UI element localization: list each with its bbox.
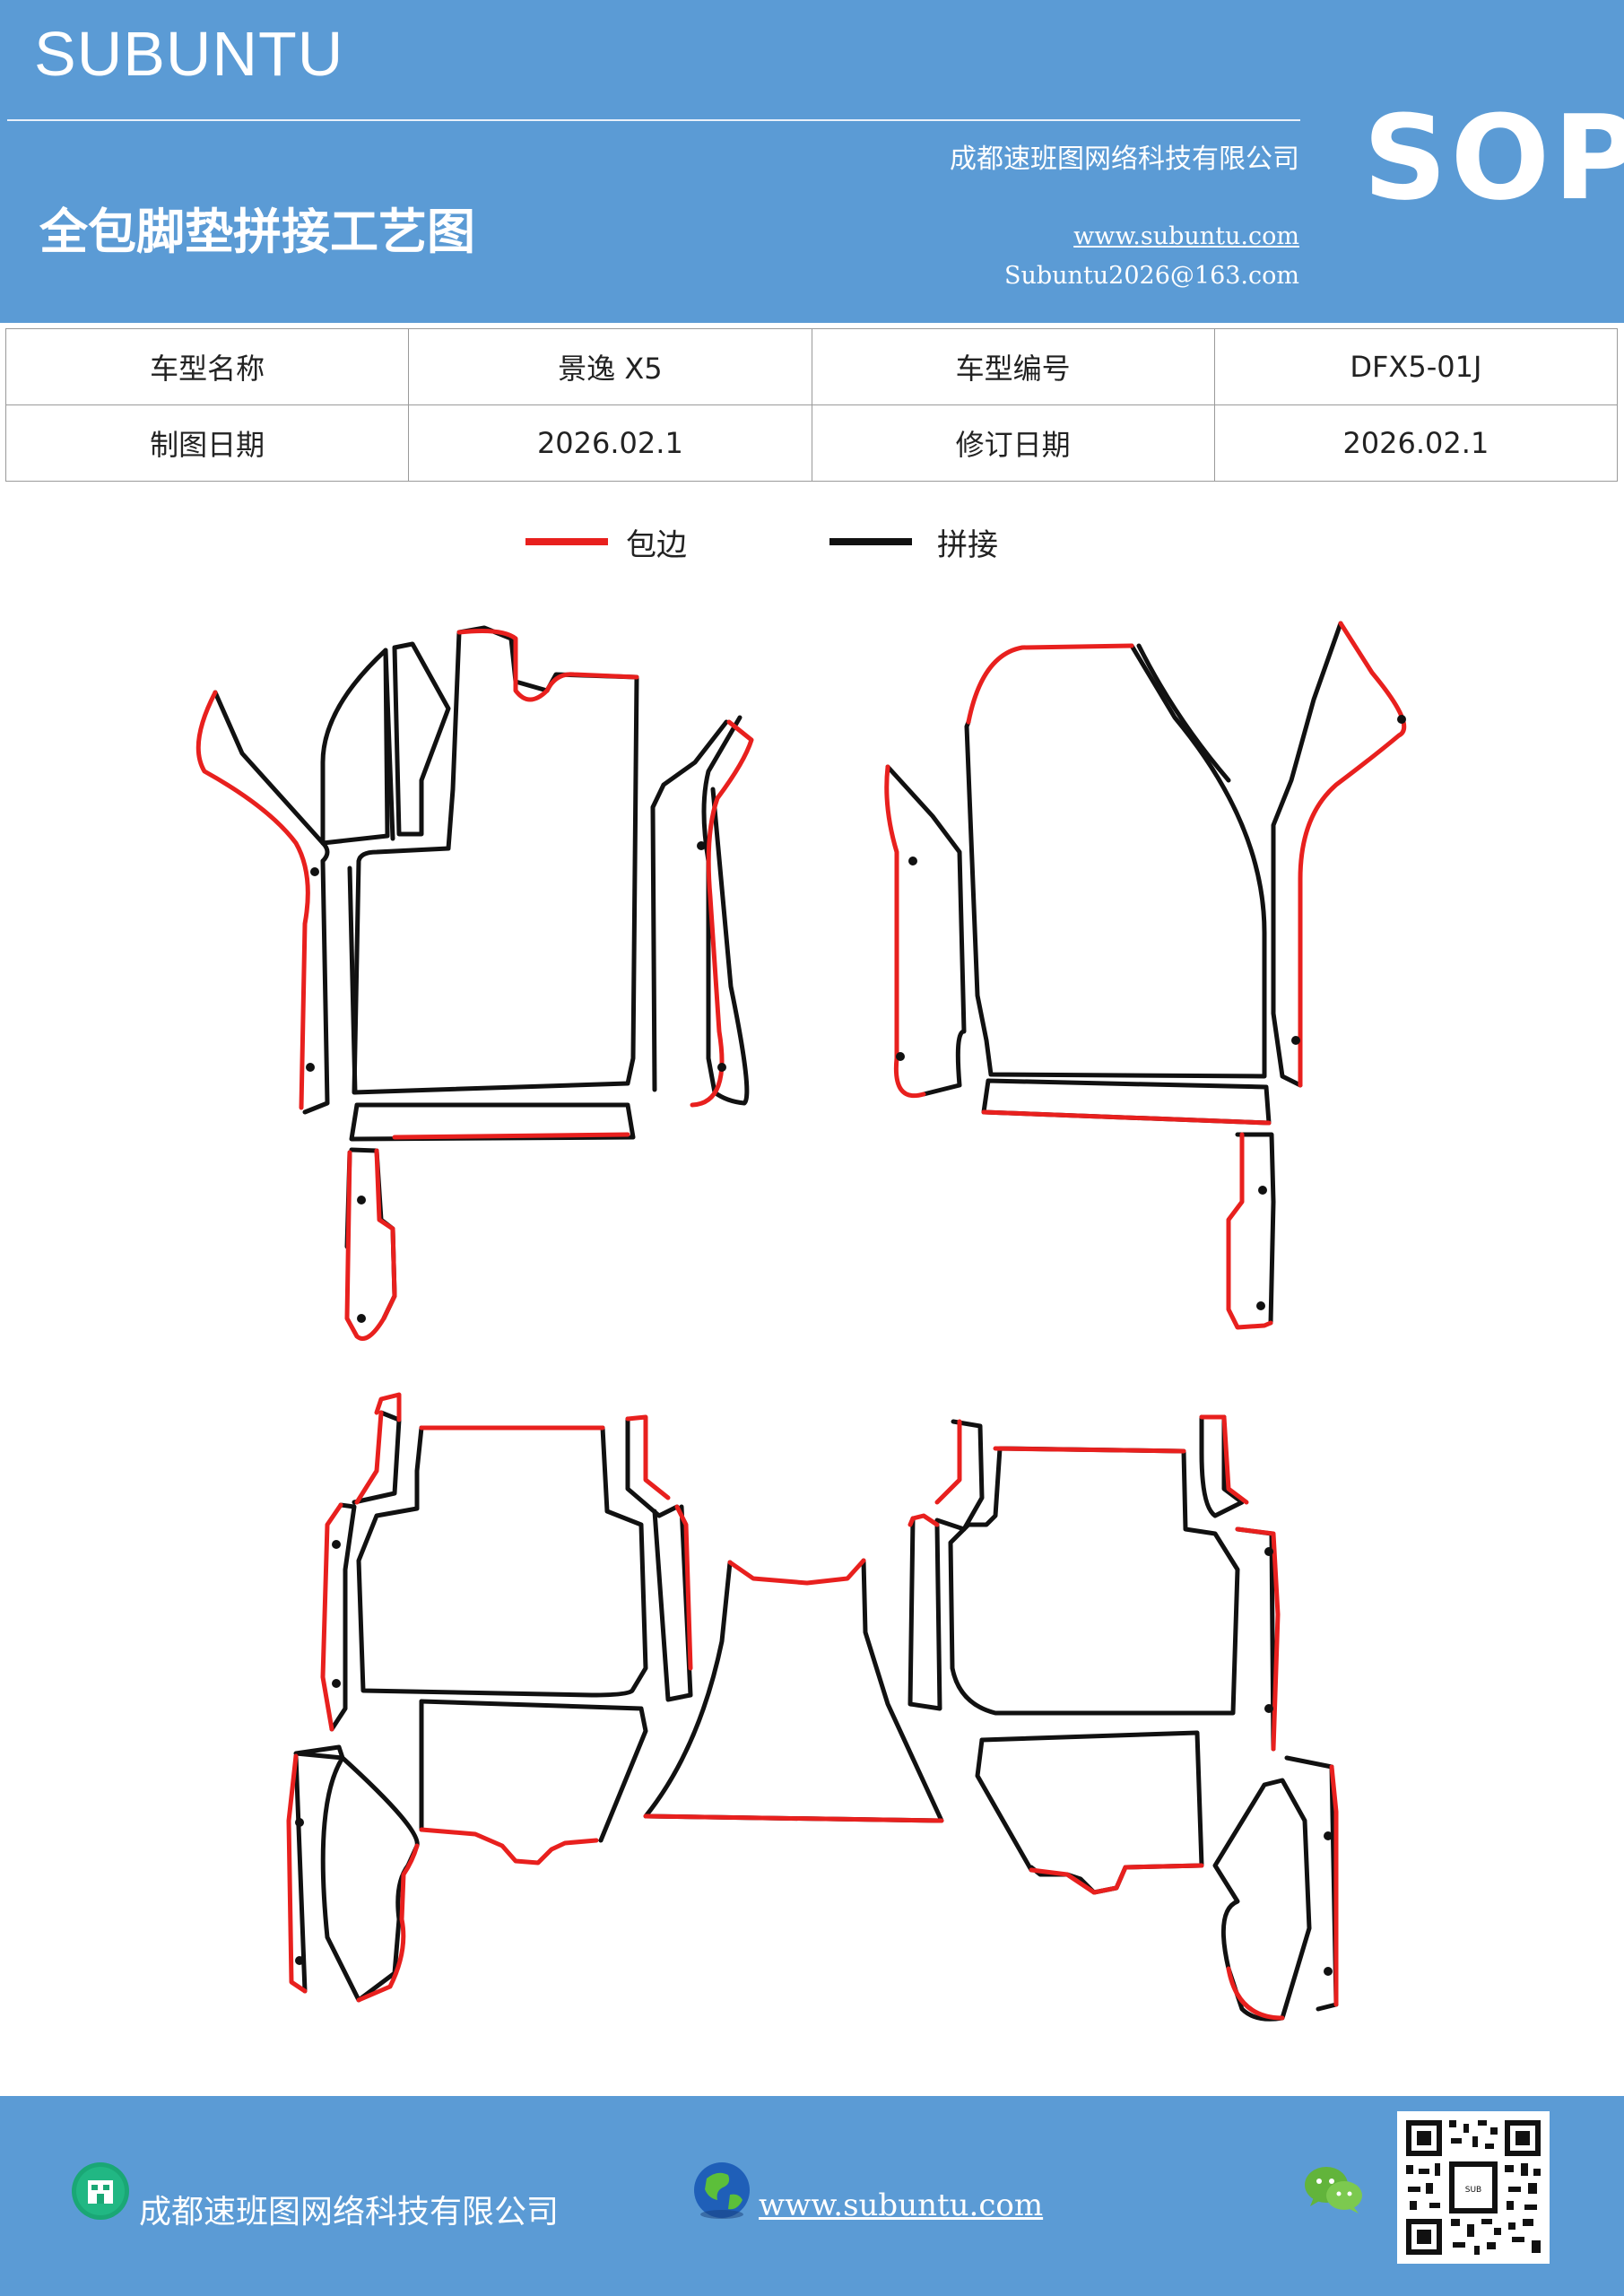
table-cell: 修订日期 bbox=[811, 404, 1215, 482]
table-cell: 车型编号 bbox=[811, 328, 1215, 405]
qr-code-graphic: SUB bbox=[1397, 2111, 1550, 2264]
svg-text:SUB: SUB bbox=[1465, 2186, 1481, 2195]
legend-label-binding: 包边 bbox=[626, 527, 687, 563]
globe-icon bbox=[694, 2162, 750, 2219]
header-email[interactable]: Subuntu2026@163.com bbox=[1004, 262, 1299, 290]
footer-banner: 成都速班图网络科技有限公司 www.subuntu.com bbox=[0, 2096, 1624, 2296]
brand-logo-text: SUBUNTU bbox=[34, 19, 344, 89]
legend-swatch-seam bbox=[829, 538, 912, 545]
table-row: 车型名称 景逸 X5 车型编号 DFX5-01J bbox=[4, 328, 1619, 405]
table-cell: 制图日期 bbox=[4, 404, 410, 482]
qr-code[interactable]: SUB bbox=[1397, 2111, 1550, 2264]
legend: 包边 拼接 bbox=[0, 520, 1624, 574]
marker-dots bbox=[295, 715, 1406, 1976]
building-icon bbox=[72, 2162, 129, 2220]
table-cell: 车型名称 bbox=[4, 328, 410, 405]
document-title: 全包脚垫拼接工艺图 bbox=[39, 204, 475, 260]
table-row: 制图日期 2026.02.1 修订日期 2026.02.1 bbox=[4, 404, 1619, 482]
table-cell: DFX5-01J bbox=[1213, 328, 1619, 405]
vehicle-info-table: 车型名称 景逸 X5 车型编号 DFX5-01J 制图日期 2026.02.1 … bbox=[4, 328, 1619, 482]
edge-binding-lines bbox=[195, 621, 1407, 2021]
legend-swatch-binding bbox=[525, 538, 608, 545]
header-company-name: 成都速班图网络科技有限公司 bbox=[950, 144, 1299, 175]
table-cell: 景逸 X5 bbox=[408, 328, 812, 405]
table-cell: 2026.02.1 bbox=[1213, 404, 1619, 482]
table-cell: 2026.02.1 bbox=[408, 404, 812, 482]
sop-badge: SOP bbox=[1363, 90, 1624, 226]
footer-company-name: 成都速班图网络科技有限公司 bbox=[139, 2194, 560, 2231]
header-banner: SUBUNTU SOP 成都速班图网络科技有限公司 www.subuntu.co… bbox=[0, 0, 1624, 323]
wechat-icon[interactable] bbox=[1303, 2163, 1366, 2217]
header-website-link[interactable]: www.subuntu.com bbox=[1073, 222, 1299, 250]
footer-website-link[interactable]: www.subuntu.com bbox=[759, 2187, 1044, 2223]
header-divider bbox=[7, 119, 1300, 121]
legend-label-seam: 拼接 bbox=[937, 527, 998, 563]
